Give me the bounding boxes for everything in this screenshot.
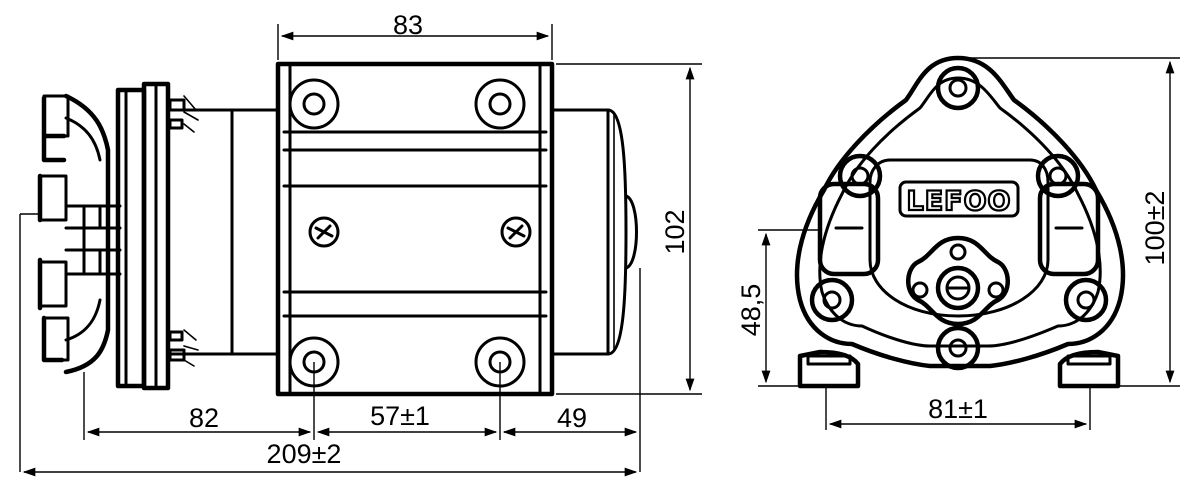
dim-mount-spacing: 57±1 [370,401,430,431]
dim-foot-spacing: 81±1 [928,394,988,424]
dim-height: 102 [660,209,690,254]
side-view-dimensions: 83 102 82 57±1 49 209±2 [19,10,702,477]
front-view: LEFOO 100±2 48,5 [736,55,1180,430]
brand-logo: LEFOO [907,186,1012,217]
front-view-dimensions: 100±2 48,5 81±1 [736,57,1180,430]
dim-inlet-height: 48,5 [736,284,766,337]
pump-front-body: LEFOO [794,55,1126,389]
pump-head [37,81,199,391]
side-view: 83 102 82 57±1 49 209±2 [19,10,702,477]
motor-body [166,61,638,397]
dim-overall-length: 209±2 [267,439,342,469]
dim-front-height: 100±2 [1140,191,1170,266]
dim-left-offset: 82 [189,403,219,433]
dim-right-offset: 49 [557,403,587,433]
dim-top-width: 83 [393,10,423,40]
